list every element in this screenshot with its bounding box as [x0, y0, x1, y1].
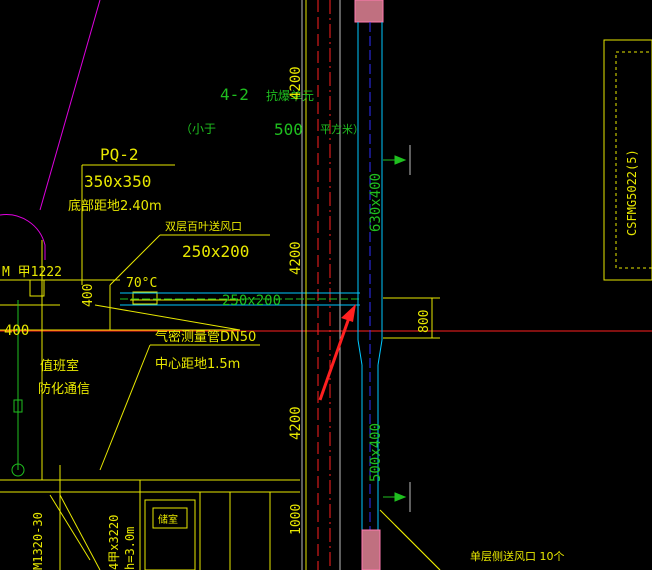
- area-small-label: （小于: [180, 122, 216, 136]
- vertical-duct-top-label: 630x400: [368, 173, 384, 232]
- red-arrow-annotation: [318, 304, 356, 401]
- dim-1000-label: 1000: [289, 504, 304, 535]
- dimension-800: [383, 297, 440, 339]
- center-height-label: 中心距地1.5m: [155, 357, 240, 372]
- door-swing-arc: [0, 214, 46, 260]
- dim-4200-a-label: 4200: [288, 66, 304, 100]
- room-duty-label: 值班室: [40, 358, 79, 374]
- area-unit-label: 平方米）: [320, 122, 364, 136]
- horizontal-duct[interactable]: [120, 292, 360, 306]
- leader-lines: [0, 164, 270, 471]
- room-code-label: 4-2: [220, 85, 249, 104]
- bottom-right-lines: [379, 509, 441, 570]
- vertical-duct-bottom-label: 500x400: [368, 423, 384, 482]
- outlet-arrow-lower: [383, 482, 411, 512]
- bottom-left-code-label: M1320-30: [31, 512, 45, 570]
- outlet-size-label: 250x200: [182, 242, 249, 261]
- pq-height-label: 底部距地2.40m: [68, 198, 162, 214]
- closet-label: 储室: [158, 513, 178, 526]
- meter-box[interactable]: [29, 279, 45, 297]
- dim-4200-b-label: 4200: [288, 241, 304, 275]
- bottom-right-note-label: 单层侧送风口 10个: [470, 549, 565, 563]
- side-equipment-box[interactable]: [603, 39, 652, 281]
- bottom-left-small-label: 4甲x3220: [107, 515, 121, 570]
- outlet-arrow-upper: [383, 145, 411, 175]
- meter-label: M 甲1222: [2, 265, 62, 280]
- vertical-duct-upper[interactable]: [354, 0, 384, 560]
- gas-pipe-label: 气密测量管DN50: [155, 329, 256, 345]
- area-value-label: 500: [274, 120, 303, 139]
- dim-800-label: 800: [417, 310, 432, 333]
- pq-size-label: 350x350: [84, 172, 151, 191]
- damper-temp-label: 70°C: [126, 276, 157, 291]
- magenta-leader-line: [39, 0, 101, 211]
- outlet-title-label: 双层百叶送风口: [165, 219, 242, 233]
- vertical-duct-lower[interactable]: [357, 339, 383, 570]
- closet-symbol[interactable]: [144, 499, 196, 570]
- mid-dim-400-label: 400: [81, 284, 96, 307]
- damper-symbol[interactable]: [132, 291, 158, 305]
- comm-label: 防化通信: [38, 381, 90, 397]
- duct-label: 250x200: [222, 293, 281, 309]
- side-equipment-label: CSFMG5022(5): [625, 149, 639, 236]
- dim-4200-c-label: 4200: [288, 406, 304, 440]
- pq-code-label: PQ-2: [100, 145, 139, 164]
- bottom-left-height-label: h=3.0m: [123, 527, 137, 570]
- left-room-outline: [0, 240, 300, 570]
- left-dim-label: 400: [4, 323, 29, 339]
- room-name-label: 抗爆单元: [266, 88, 314, 103]
